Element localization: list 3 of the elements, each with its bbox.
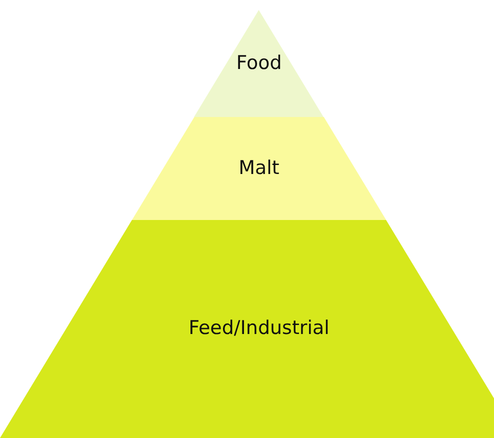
tier-label: Food — [235, 52, 283, 74]
tier-label: Malt — [238, 157, 280, 179]
tier-label: Feed/Industrial — [188, 317, 330, 339]
